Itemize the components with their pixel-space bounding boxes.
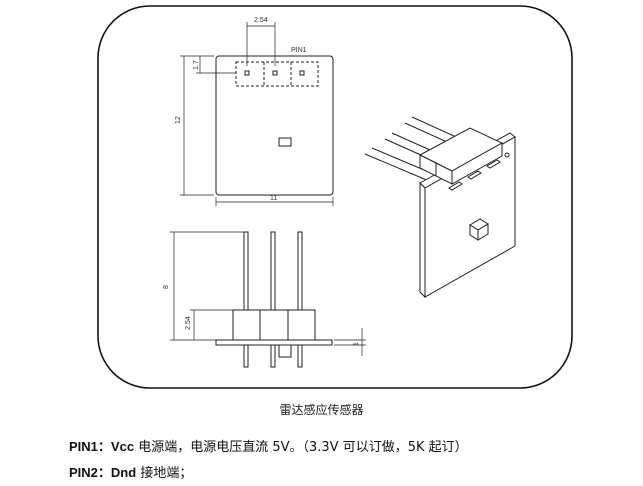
dim-pin-length: 8 bbox=[163, 285, 170, 289]
header-outline bbox=[235, 61, 319, 87]
pin-pad-3 bbox=[299, 70, 305, 76]
pin1-desc: 电源端，电源电压直流 5V。（3.3V 可以订做，5K 起订） bbox=[134, 440, 468, 455]
dim-board-width: 11 bbox=[270, 195, 277, 202]
pin1-description: PIN1：Vcc 电源端，电源电压直流 5V。（3.3V 可以订做，5K 起订） bbox=[69, 436, 468, 455]
dim-board-height: 12 bbox=[175, 116, 182, 124]
pin2-signal: Dnd bbox=[110, 465, 137, 480]
board-side bbox=[215, 339, 333, 346]
drawing-frame bbox=[97, 5, 573, 389]
dim-header-height: 1.7 bbox=[193, 60, 200, 70]
pin1-label: PIN1 bbox=[291, 47, 307, 54]
pin2-label-text: PIN2 bbox=[69, 465, 98, 480]
pin-pad-2 bbox=[272, 70, 278, 76]
dim-pitch-side: 2.54 bbox=[185, 316, 192, 330]
pin1-label-text: PIN1 bbox=[69, 439, 98, 454]
board-outline bbox=[215, 55, 334, 196]
pin-pad-1 bbox=[244, 70, 250, 76]
pin1-signal: Vcc bbox=[110, 439, 135, 454]
dim-thickness: 1 bbox=[353, 342, 360, 346]
module-drawing: PIN1 2.54 1.7 12 11 8 2.54 1 bbox=[97, 5, 573, 389]
pin2-description: PIN2：Dnd 接地端； bbox=[69, 462, 192, 481]
figure-caption: 雷达感应传感器 bbox=[279, 403, 364, 417]
front-view bbox=[180, 22, 334, 206]
isometric-view bbox=[364, 116, 516, 299]
dim-pitch-top: 2.54 bbox=[254, 17, 268, 24]
header-body bbox=[232, 309, 316, 341]
pin2-desc: 接地端； bbox=[136, 466, 193, 481]
pin1-separator: ： bbox=[97, 439, 111, 454]
sensor-element bbox=[278, 137, 292, 147]
side-view bbox=[170, 231, 366, 368]
pin2-separator: ： bbox=[97, 465, 111, 480]
